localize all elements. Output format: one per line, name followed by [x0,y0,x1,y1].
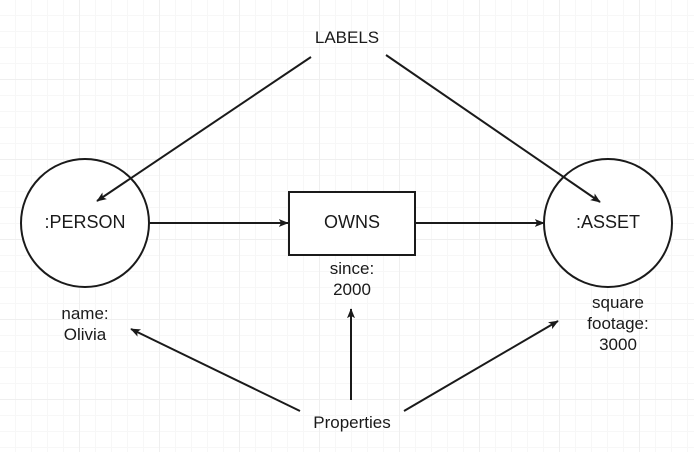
relationship-owns-label: OWNS [324,212,380,232]
labels-annotation: LABELS [314,28,380,47]
node-person-label: :PERSON [44,212,126,232]
node-asset-property-label: square footage: 3000 [587,293,649,354]
node-person-shape[interactable] [20,158,150,288]
node-asset-label: :ASSET [575,212,641,232]
edge-properties-to-person-property[interactable] [130,328,301,412]
properties-annotation: Properties [313,413,391,432]
relationship-owns-shape[interactable] [288,191,416,256]
edge-labels-to-asset[interactable] [385,54,601,203]
edge-properties-to-asset-property[interactable] [403,320,559,412]
node-person-property-label: name: Olivia [61,304,109,344]
relationship-owns-property-label: since: 2000 [329,259,375,299]
edge-labels-to-person[interactable] [96,56,312,202]
